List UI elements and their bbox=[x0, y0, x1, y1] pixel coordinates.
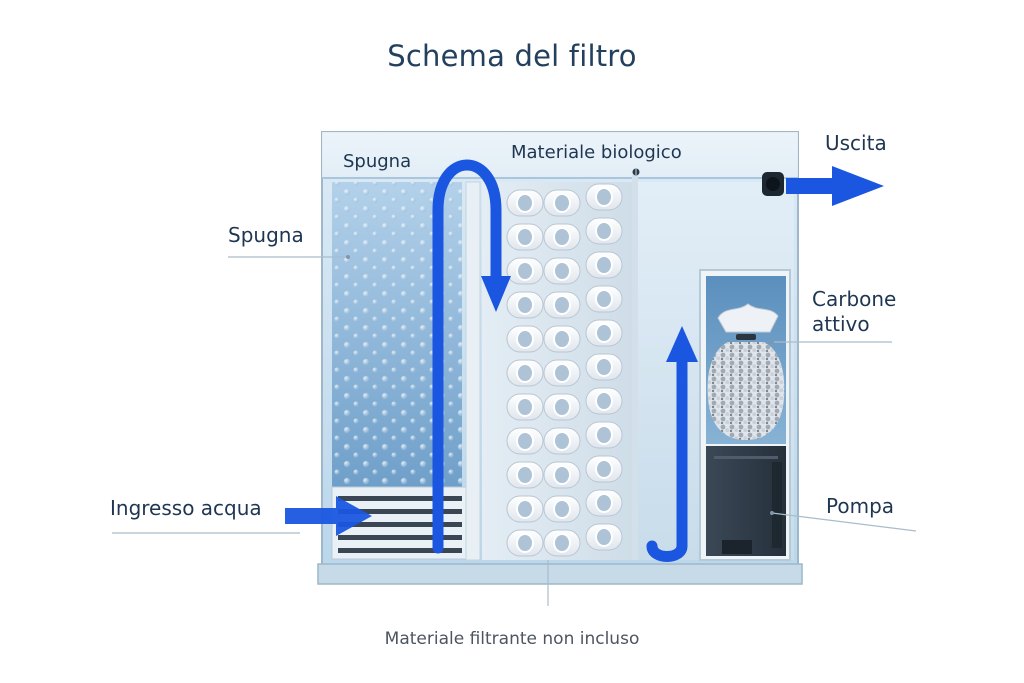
outlet-arrow-icon bbox=[786, 166, 884, 206]
outlet-nozzle-icon bbox=[762, 172, 784, 196]
ceramic-ring-hole bbox=[516, 227, 534, 247]
ceramic-ring-hole bbox=[516, 431, 534, 451]
ceramic-ring-hole bbox=[595, 391, 613, 411]
ceramic-ring-hole bbox=[553, 499, 571, 519]
ceramic-ring-hole bbox=[553, 465, 571, 485]
ceramic-ring-hole bbox=[553, 397, 571, 417]
label-carbon-line2: attivo bbox=[812, 312, 870, 336]
flow-arrows bbox=[285, 159, 884, 562]
ceramic-ring-hole bbox=[553, 431, 571, 451]
label-carbon-line1: Carbone bbox=[812, 287, 897, 311]
ceramic-ring-hole bbox=[595, 323, 613, 343]
ceramic-ring-hole bbox=[553, 227, 571, 247]
ceramic-ring-hole bbox=[553, 329, 571, 349]
ceramic-ring-hole bbox=[595, 289, 613, 309]
ceramic-ring-hole bbox=[516, 533, 534, 553]
pump-icon bbox=[706, 446, 786, 556]
inlet-grille bbox=[338, 496, 462, 553]
ceramic-ring-hole bbox=[516, 261, 534, 281]
ceramic-ring-hole bbox=[516, 465, 534, 485]
leader-lines bbox=[112, 168, 917, 606]
ceramic-ring-hole bbox=[516, 193, 534, 213]
diagram-title: Schema del filtro bbox=[387, 39, 637, 73]
ceramic-ring-hole bbox=[553, 295, 571, 315]
ceramic-ring-icon bbox=[506, 183, 623, 557]
inlet-arrow-icon bbox=[285, 496, 372, 536]
ceramic-ring-hole bbox=[595, 493, 613, 513]
label-outlet: Uscita bbox=[825, 131, 887, 155]
sponge-chamber bbox=[331, 181, 481, 561]
ceramic-ring-hole bbox=[516, 397, 534, 417]
outlet-chamber bbox=[638, 182, 794, 561]
bio-chamber bbox=[482, 168, 640, 560]
ceramic-ring-hole bbox=[595, 187, 613, 207]
ceramic-ring-hole bbox=[553, 533, 571, 553]
sponge-loop-arrow-icon bbox=[432, 159, 511, 554]
ceramic-ring-hole bbox=[516, 295, 534, 315]
label-pump: Pompa bbox=[826, 494, 895, 518]
ceramic-ring-hole bbox=[595, 425, 613, 445]
ceramic-ring-hole bbox=[516, 499, 534, 519]
ceramic-ring-hole bbox=[553, 261, 571, 281]
ceramic-ring-hole bbox=[595, 459, 613, 479]
ceramic-ring-hole bbox=[516, 363, 534, 383]
label-sponge-top: Spugna bbox=[343, 151, 412, 172]
ceramic-ring-hole bbox=[595, 221, 613, 241]
ceramic-ring-hole bbox=[595, 357, 613, 377]
ceramic-ring-hole bbox=[516, 329, 534, 349]
footnote: Materiale filtrante non incluso bbox=[384, 629, 640, 649]
label-sponge-left: Spugna bbox=[228, 223, 304, 247]
label-inlet: Ingresso acqua bbox=[110, 496, 262, 520]
ceramic-ring-hole bbox=[553, 193, 571, 213]
ceramic-ring-hole bbox=[595, 255, 613, 275]
ceramic-ring-hole bbox=[595, 527, 613, 547]
label-biological: Materiale biologico bbox=[511, 142, 682, 163]
rising-arrow-icon bbox=[646, 326, 698, 562]
ceramic-ring-hole bbox=[553, 363, 571, 383]
mesh-bag-icon bbox=[707, 303, 785, 440]
